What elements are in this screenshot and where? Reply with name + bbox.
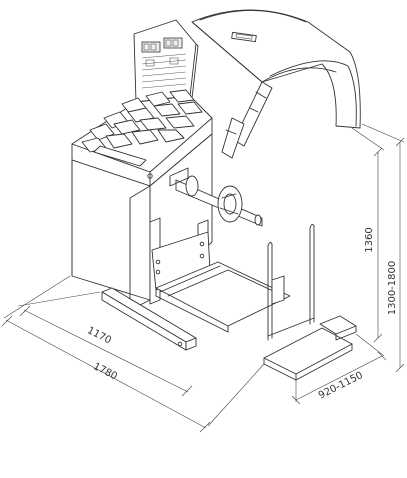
accessory-tray-console (71, 89, 213, 187)
base-frame (101, 217, 357, 381)
balancing-shaft (169, 167, 263, 227)
dimension-lines (1, 123, 405, 433)
dimension-width-2: 1780 (91, 361, 119, 382)
display-panel (133, 19, 199, 103)
hood-arm (221, 81, 273, 159)
wheel-guard-hood (191, 9, 361, 129)
dimension-height-1: 1360 (364, 227, 375, 252)
dimension-height-2: 1300-1800 (387, 261, 398, 316)
dimension-width-1: 1170 (85, 325, 113, 346)
